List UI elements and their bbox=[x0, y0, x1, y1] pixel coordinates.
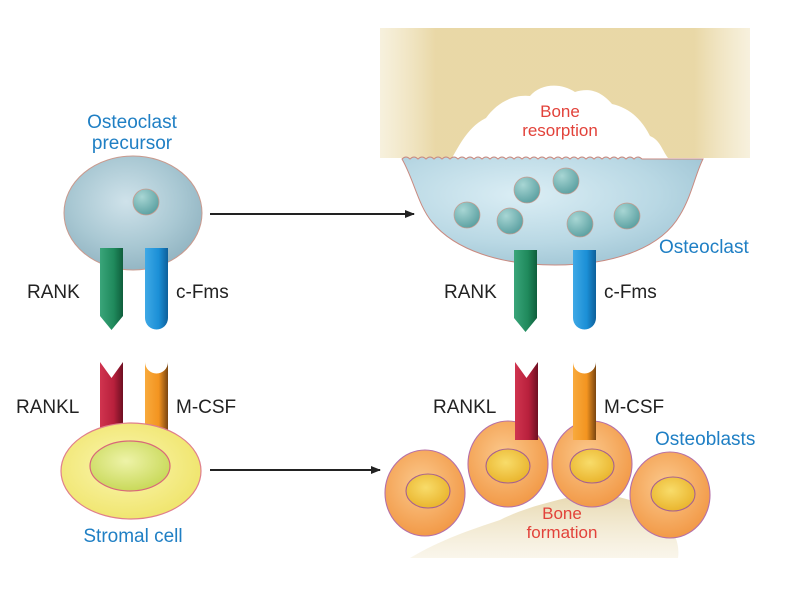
bone-formation-label: Bone formation bbox=[512, 504, 612, 542]
osteoblast bbox=[467, 420, 549, 508]
precursor-nucleus bbox=[132, 188, 160, 216]
osteoblasts-label: Osteoblasts bbox=[655, 429, 756, 450]
rankl-label-right: RANKL bbox=[433, 397, 497, 418]
cfms-receptor-right bbox=[573, 250, 596, 330]
precursor-label-line2: precursor bbox=[91, 132, 173, 154]
bone-resorption-line2: resorption bbox=[522, 120, 598, 140]
stromal-nucleus bbox=[89, 440, 171, 492]
cfms-receptor-left bbox=[145, 248, 168, 330]
osteoclast-nucleus bbox=[513, 176, 541, 204]
precursor-label-line1: Osteoclast bbox=[87, 112, 177, 133]
osteoclast-nucleus bbox=[496, 207, 524, 235]
osteoclast-nucleus bbox=[566, 210, 594, 238]
osteoclast-nucleus bbox=[613, 202, 641, 230]
osteoclast-label: Osteoclast bbox=[659, 237, 749, 258]
rankl-ligand-right bbox=[515, 362, 538, 440]
rank-label-left: RANK bbox=[27, 282, 80, 303]
rankl-ligand-left bbox=[100, 362, 123, 438]
rank-receptor-right bbox=[514, 250, 537, 332]
osteoclast-cell bbox=[401, 156, 704, 266]
osteoclast-precursor-cell bbox=[63, 155, 203, 271]
rank-label-right: RANK bbox=[444, 282, 497, 303]
cfms-label-right: c-Fms bbox=[604, 282, 657, 303]
osteoblast bbox=[629, 451, 711, 539]
bone-formation-mound bbox=[410, 492, 679, 558]
mcsf-label-right: M-CSF bbox=[604, 397, 665, 418]
cfms-label-left: c-Fms bbox=[176, 282, 229, 303]
bone-formation-line1: Bone bbox=[542, 504, 582, 523]
mcsf-ligand-right bbox=[573, 362, 596, 440]
osteoclast-nucleus bbox=[552, 167, 580, 195]
osteoclast-nucleus bbox=[453, 201, 481, 229]
bone-resorption-label: Bone resorption bbox=[510, 102, 610, 140]
precursor-label: Osteoclast precursor bbox=[72, 112, 192, 155]
rankl-label-left: RANKL bbox=[16, 397, 80, 418]
osteoblast bbox=[384, 449, 466, 537]
mcsf-label-left: M-CSF bbox=[176, 397, 237, 418]
rank-receptor-left bbox=[100, 248, 123, 330]
bone-formation-line2: formation bbox=[526, 522, 598, 542]
osteoblast bbox=[551, 420, 633, 508]
bone-matrix bbox=[380, 28, 750, 158]
mcsf-ligand-left bbox=[145, 362, 168, 438]
stromal-cell-label: Stromal cell bbox=[83, 526, 183, 547]
bone-resorption-line1: Bone bbox=[540, 102, 580, 121]
